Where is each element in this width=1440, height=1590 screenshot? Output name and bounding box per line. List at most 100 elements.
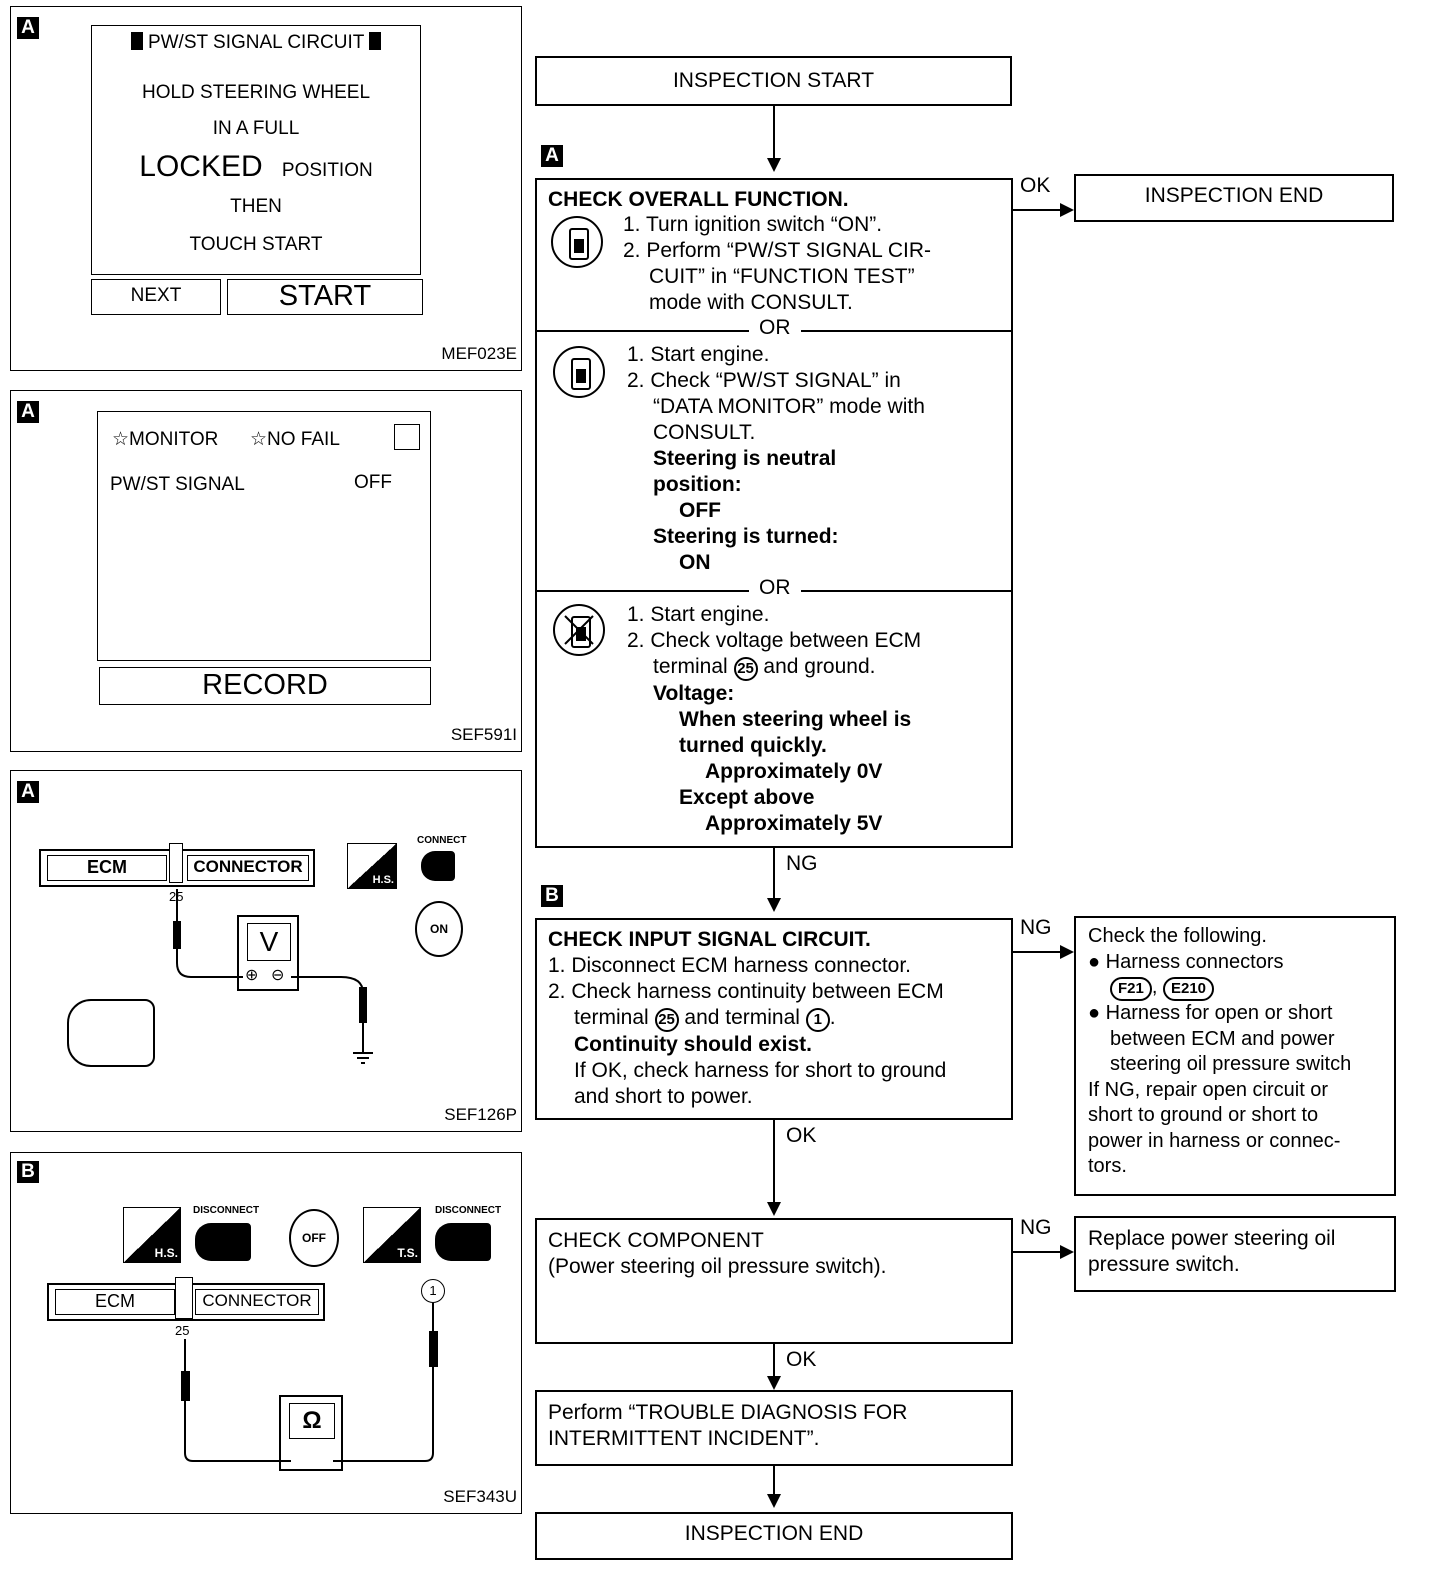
minus-terminal-icon: ⊖ [271,967,285,984]
next-button[interactable]: NEXT [91,279,221,315]
monitor-checkbox[interactable] [394,424,420,450]
or-label: OR [749,576,801,600]
step3-l1: CHECK COMPONENT [548,1229,764,1252]
step1-c5: When steering wheel is [679,708,912,731]
connector-line [1013,209,1063,211]
consult-data-monitor-panel: A ☆MONITOR ☆NO FAIL PW/ST SIGNAL OFF REC… [10,390,522,752]
disconnect-label-2: DISCONNECT [435,1205,502,1216]
step1-c4: Voltage: [653,682,735,705]
terminal-1-badge: 1 [805,1008,830,1032]
screen-line-position: POSITION [281,160,373,181]
ng-label: NG [786,852,818,875]
connector-label: CONNECTOR [195,1289,319,1315]
connector-line [773,106,775,162]
check-input-signal-box: CHECK INPUT SIGNAL CIRCUIT. 1. Disconnec… [535,918,1013,1120]
ecm-connector: ECM CONNECTOR [47,1277,325,1321]
consult-icon [553,346,605,398]
connector-line [773,1466,775,1496]
step2-l3b: and terminal [684,1006,800,1029]
step1-c6: turned quickly. [679,734,827,757]
step3-l2: (Power steering oil pressure switch). [548,1255,887,1278]
ng2-l5: steering oil pressure switch [1110,1053,1352,1075]
connector-line [773,848,775,900]
arrow-right-icon [1060,203,1074,217]
step1-b8: Steering is turned: [653,525,839,548]
engine-icon [67,999,155,1067]
step1-c2: 2. Check voltage between ECM [627,629,922,652]
figure-code: MEF023E [441,344,517,363]
terminal-pin [175,1277,193,1319]
ng2-l9: tors. [1088,1155,1127,1177]
record-button[interactable]: RECORD [99,667,431,705]
consult-icon [551,216,603,268]
connector-icon [421,851,455,881]
or-label: OR [749,316,801,340]
connector-line [773,1120,775,1204]
no-consult-icon [553,604,605,656]
arrow-down-icon [767,898,781,912]
figure-code: SEF343U [443,1487,517,1506]
step1-c8: Except above [679,786,815,809]
arrow-down-icon [767,1494,781,1508]
step1-c1: 1. Start engine. [627,603,770,626]
pwst-signal-label: PW/ST SIGNAL [110,474,245,495]
step1-a1: 1. Turn ignition switch “ON”. [623,213,883,236]
arrow-right-icon [1060,945,1074,959]
panel-tag: A [17,17,39,39]
trouble-diagnosis-box: Perform “TROUBLE DIAGNOSIS FOR INTERMITT… [535,1390,1013,1466]
ts-icon: T.S. [363,1207,421,1263]
ok-label: OK [786,1124,817,1147]
step1-c7: Approximately 0V [705,760,883,783]
probe-wiring [173,889,373,1064]
voltage-check-panel: A ECM CONNECTOR 25 H.S. CONNECT ON V ⊕ ⊖… [10,770,522,1132]
step1-c9: Approximately 5V [705,812,883,835]
figure-code: SEF591I [450,725,517,744]
panel-tag: A [17,401,39,423]
step1-b6: position: [653,473,742,496]
step1-a4: mode with CONSULT. [649,291,853,314]
continuity-check-panel: B H.S. DISCONNECT OFF T.S. DISCONNECT EC… [10,1152,522,1514]
voltmeter-display: V [247,923,291,961]
ecm-label: ECM [55,1289,175,1315]
pwst-signal-value: OFF [354,472,392,493]
step1-b1: 1. Start engine. [627,343,770,366]
step1-b2: 2. Check “PW/ST SIGNAL” in [627,369,901,392]
ignition-off-icon: OFF [289,1209,339,1267]
harness-check-box: Check the following. ● Harness connector… [1074,916,1396,1196]
step2-l1: 1. Disconnect ECM harness connector. [548,954,912,977]
step1-b4: CONSULT. [653,421,756,444]
disconnect-label-1: DISCONNECT [193,1205,260,1216]
step1-c3b: and ground. [763,655,876,678]
ecm-connector: ECM CONNECTOR [39,843,315,887]
screen-line-2: IN A FULL [212,118,300,139]
consult-screen: PW/ST SIGNAL CIRCUIT HOLD STEERING WHEEL… [91,25,421,275]
connector-line [773,1344,775,1378]
ng2-l2: ● Harness connectors [1088,950,1284,973]
arrow-down-icon [767,158,781,172]
monitor-label: ☆MONITOR [112,429,219,450]
ng2-l7: short to ground or short to [1088,1104,1319,1126]
monitor-screen: ☆MONITOR ☆NO FAIL PW/ST SIGNAL OFF [97,411,431,661]
start-button[interactable]: START [227,279,423,315]
nofail-label: ☆NO FAIL [250,429,340,450]
arrow-down-icon [767,1202,781,1216]
ecm-label: ECM [47,855,167,881]
probe-wiring [181,1303,438,1462]
check-component-box: CHECK COMPONENT (Power steering oil pres… [535,1218,1013,1344]
step1-b9: ON [679,551,711,574]
terminal-pin [169,843,183,883]
connector-line [1013,1251,1063,1253]
terminal-25-badge: 25 [733,657,758,681]
step-tag-b: B [541,885,563,907]
connector-icon-2 [435,1223,491,1261]
arrow-down-icon [767,1376,781,1390]
inspection-start: INSPECTION START [535,56,1012,106]
hs-icon: H.S. [347,843,397,889]
switch-terminal: 1 [421,1279,445,1303]
step2-title: CHECK INPUT SIGNAL CIRCUIT. [548,928,871,951]
ng3-l2: pressure switch. [1088,1253,1240,1276]
figure-code: SEF126P [444,1105,517,1124]
panel-tag: A [17,781,39,803]
ng2-l4: between ECM and power [1110,1027,1335,1050]
connector-line [1013,951,1063,953]
